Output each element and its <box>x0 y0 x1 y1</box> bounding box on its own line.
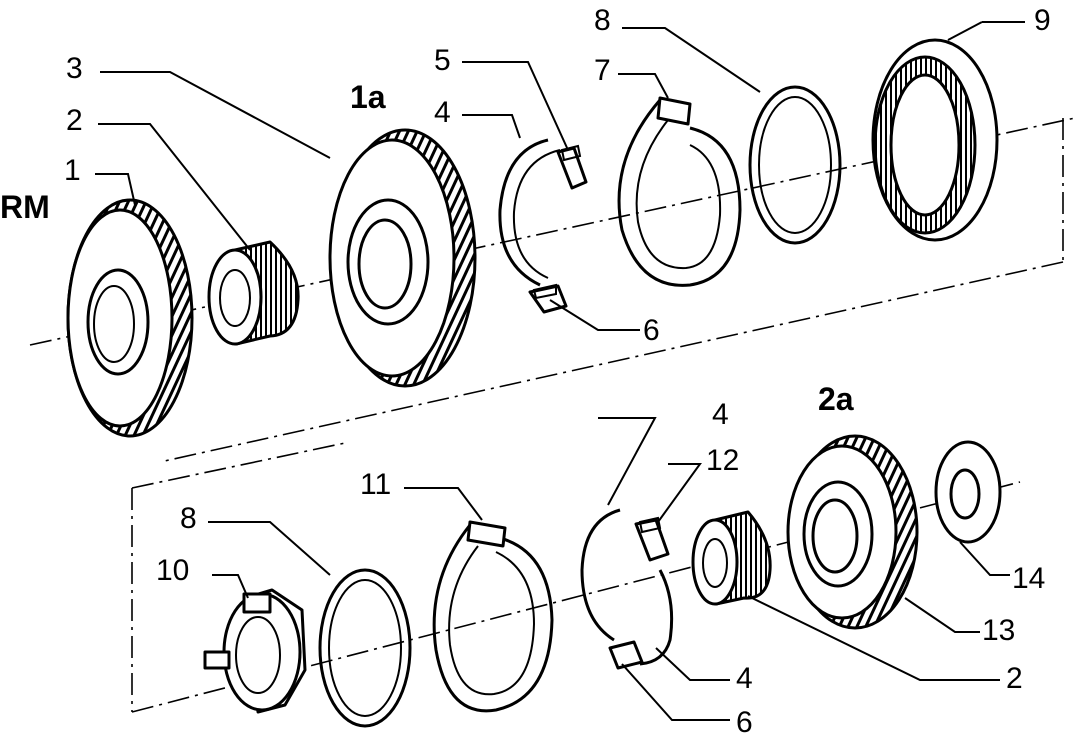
callout-9: 9 <box>1034 4 1051 37</box>
callout-10: 10 <box>156 554 189 587</box>
callout-8: 8 <box>594 4 611 37</box>
part-12-synchro-block <box>634 516 670 562</box>
callout-1: 1 <box>64 154 81 187</box>
callout-12: 12 <box>706 444 739 477</box>
part-14-thrust-washer <box>934 440 1002 544</box>
callout-7: 7 <box>594 54 611 87</box>
callout-4-lower-bottom: 4 <box>736 662 753 695</box>
group-label-1a: 1a <box>350 79 386 115</box>
upper-callouts: 1 2 3 4 5 6 7 8 9 <box>64 4 1051 347</box>
part-8-spring-ring <box>748 85 842 245</box>
part-3-first-gear <box>328 128 477 388</box>
part-6-lower-synchro-stop <box>608 640 644 670</box>
lower-callouts: 4 12 11 8 10 14 13 2 4 6 <box>156 398 1045 739</box>
callout-3: 3 <box>66 52 83 85</box>
callout-13: 13 <box>982 614 1015 647</box>
part-10-synchro-hub <box>203 588 307 714</box>
group-labels: RM 1a 2a <box>0 79 854 417</box>
group-label-2a: 2a <box>818 381 854 417</box>
callout-11: 11 <box>360 468 391 501</box>
part-4-synchro-band <box>498 138 561 287</box>
group-label-rm: RM <box>0 189 50 225</box>
part-5-synchro-block <box>556 144 588 190</box>
callout-2-lower: 2 <box>1006 662 1023 695</box>
callout-4-lower-top: 4 <box>712 398 729 431</box>
callout-6: 6 <box>643 314 660 347</box>
part-7-synchro-ring <box>617 96 742 287</box>
part-9-sliding-sleeve <box>871 38 999 242</box>
callout-6-lower: 6 <box>736 706 753 739</box>
part-6-synchro-stop <box>528 283 568 314</box>
part-8-lower-spring-ring <box>318 568 412 728</box>
part-4-lower-synchro-band <box>580 508 674 666</box>
part-2-needle-bearing <box>207 240 300 346</box>
part-2-lower-needle-bearing <box>691 510 772 606</box>
part-11-synchro-ring <box>432 520 554 713</box>
part-1-reverse-gear <box>66 198 194 438</box>
leader-lines <box>95 21 1025 721</box>
callout-14: 14 <box>1012 562 1045 595</box>
callout-2: 2 <box>66 104 83 137</box>
callout-4: 4 <box>434 96 451 129</box>
part-13-second-gear <box>786 434 919 630</box>
callout-8-lower: 8 <box>180 502 197 535</box>
callout-5: 5 <box>434 44 451 77</box>
